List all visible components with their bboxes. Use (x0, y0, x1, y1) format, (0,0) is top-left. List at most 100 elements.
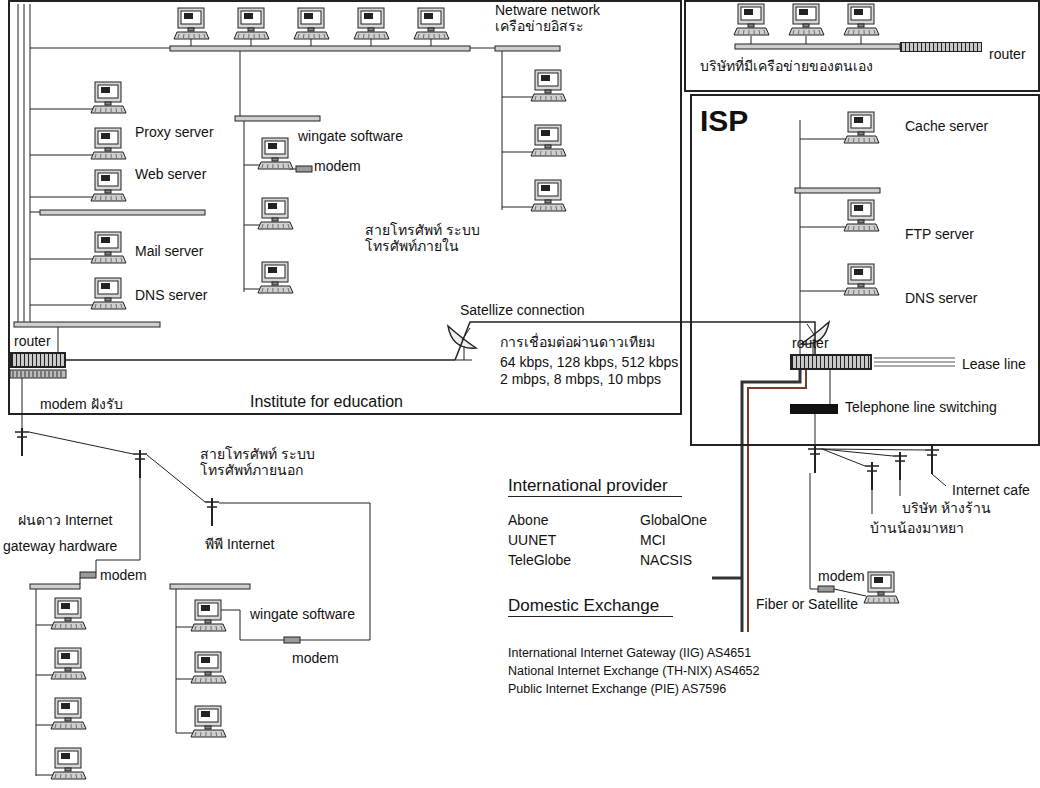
wire-line (244, 121, 245, 292)
screen-window (854, 269, 863, 275)
monitor-stand (105, 102, 111, 105)
annotation-text: DNS server (135, 287, 207, 303)
keyboard-keys (100, 154, 102, 158)
monitor-screen (361, 11, 381, 24)
keyboard (91, 256, 126, 263)
wire-line (22, 378, 23, 428)
wire-line (800, 291, 846, 292)
keyboard-keys (267, 164, 269, 168)
monitor-screen (871, 575, 891, 588)
computer-icon (91, 170, 126, 201)
keyboard (531, 149, 566, 156)
keyboard-keys (205, 626, 206, 630)
wire-line (502, 152, 533, 153)
monitor-case (848, 112, 874, 132)
keyboard-keys (121, 154, 122, 158)
keyboard-keys (71, 624, 72, 628)
keyboard-keys (324, 34, 325, 38)
keyboard-keys (95, 108, 96, 112)
monitor-case (262, 262, 288, 282)
keyboard-keys (278, 288, 279, 292)
keyboard-keys (71, 774, 72, 778)
keyboard-keys (205, 678, 206, 682)
annotation-text: MCI (640, 532, 666, 548)
computer-icon (844, 4, 879, 35)
keyboard-keys (363, 34, 365, 38)
keyboard-keys (864, 290, 865, 294)
keyboard-keys (540, 206, 542, 210)
screen-window (244, 13, 253, 19)
keyboard-keys (216, 626, 218, 630)
annotation-text: 64 kbps, 128 kbps, 512 kbps (500, 354, 678, 370)
monitor-screen (851, 267, 871, 280)
hub-bar (235, 116, 320, 121)
wire-line (30, 197, 93, 198)
keyboard-keys (853, 290, 855, 294)
keyboard-keys (754, 30, 755, 34)
telephone-pole (135, 458, 145, 460)
wire-line (800, 120, 801, 354)
screen-window (744, 9, 753, 15)
screen-window (268, 203, 277, 209)
wire-line (806, 36, 807, 44)
monitor-case (55, 748, 81, 768)
annotation-text: TeleGlobe (508, 552, 571, 568)
keyboard-keys (551, 206, 552, 210)
modem-bank (10, 370, 66, 378)
monitor-screen (98, 235, 118, 248)
keyboard-keys (105, 304, 106, 308)
keyboard-keys (195, 732, 196, 736)
keyboard-keys (819, 30, 820, 34)
keyboard (51, 772, 86, 779)
keyboard-keys (874, 226, 875, 230)
annotation-text: wingate software (250, 606, 355, 622)
monitor-screen (58, 751, 78, 764)
keyboard-keys (100, 258, 102, 262)
annotation-text: Internet cafe (952, 482, 1030, 498)
keyboard-keys (858, 30, 859, 34)
keyboard-keys (121, 108, 122, 112)
monitor-case (262, 198, 288, 218)
keyboard-keys (81, 674, 82, 678)
wire-line (815, 414, 816, 445)
computer-icon (258, 198, 293, 229)
keyboard-keys (869, 30, 871, 34)
computer-icon (294, 8, 329, 39)
monitor-case (738, 4, 764, 24)
wire-line (30, 155, 93, 156)
monitor-screen (58, 601, 78, 614)
keyboard-keys (809, 30, 810, 34)
monitor-stand (65, 668, 71, 671)
hub-bar (14, 322, 160, 327)
monitor-screen (301, 11, 321, 24)
annotation-text: Public Internet Exchange (PIE) AS7596 (508, 682, 726, 696)
wire-line (502, 51, 503, 210)
keyboard-keys (200, 732, 202, 736)
keyboard (191, 676, 226, 683)
network-region: บริษัทที่มีเครือข่ายของตนเองrouter (684, 0, 1040, 92)
annotation-text: Web server (135, 166, 206, 182)
monitor-case (195, 652, 221, 672)
keyboard (531, 204, 566, 211)
wire-line (810, 473, 818, 589)
monitor-screen (796, 7, 816, 20)
device-label: router (989, 46, 1026, 62)
modem-bank (61, 371, 62, 377)
annotation-text: Cache server (905, 118, 988, 134)
computer-icon (91, 232, 126, 263)
computer-icon (844, 264, 879, 295)
wire-line (36, 675, 53, 676)
computer-icon (191, 652, 226, 683)
modem-bank (17, 371, 18, 377)
monitor-case (535, 125, 561, 145)
wire-line (834, 589, 866, 596)
monitor-case (535, 70, 561, 90)
lease-line (874, 362, 955, 363)
monitor-stand (105, 148, 111, 151)
monitor-screen (198, 603, 218, 616)
keyboard-keys (81, 774, 82, 778)
keyboard-keys (278, 164, 279, 168)
computer-icon (174, 8, 209, 39)
keyboard-keys (65, 774, 66, 778)
keyboard (258, 286, 293, 293)
